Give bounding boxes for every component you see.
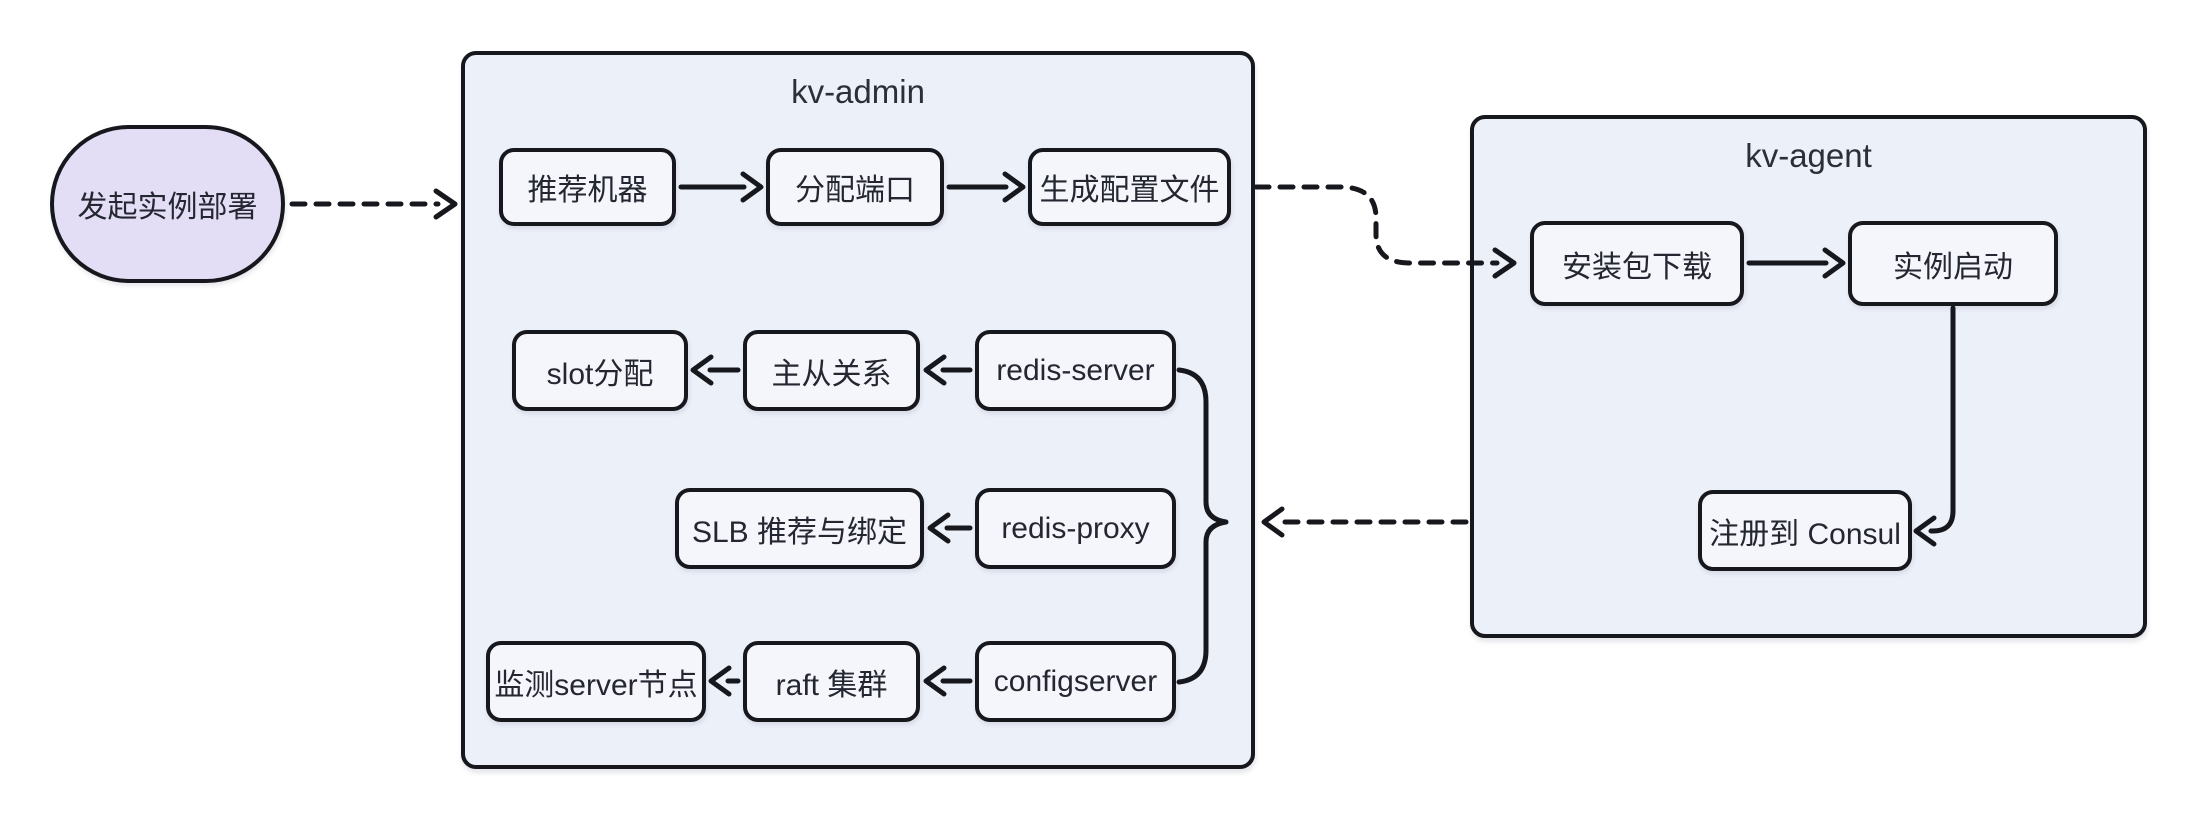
node-instance-start: 实例启动 (1848, 221, 2058, 306)
node-pkg-download: 安装包下载 (1530, 221, 1744, 306)
node-allocate-port: 分配端口 (766, 148, 944, 226)
node-slot-alloc: slot分配 (512, 330, 688, 411)
group-kv-agent-title: kv-agent (1745, 137, 1872, 174)
edge-config-to-download (1253, 184, 1500, 266)
edge-start-to-kvadmin-arrowhead (433, 188, 458, 220)
edge-kvagent-to-kvadmin-arrowhead (1261, 506, 1285, 538)
node-slb-bind: SLB 推荐与绑定 (675, 488, 924, 569)
group-kv-admin-title: kv-admin (791, 73, 925, 110)
node-redis-proxy: redis-proxy (975, 488, 1176, 569)
node-recommend-machine: 推荐机器 (499, 148, 676, 226)
node-redis-server: redis-server (975, 330, 1176, 411)
node-register-consul: 注册到 Consul (1698, 490, 1912, 571)
node-master-slave: 主从关系 (743, 330, 920, 411)
node-monitor-server: 监测server节点 (486, 641, 706, 722)
node-raft-cluster: raft 集群 (743, 641, 920, 722)
node-generate-config: 生成配置文件 (1028, 148, 1231, 226)
node-deploy-start: 发起实例部署 (50, 125, 285, 283)
node-configserver: configserver (975, 641, 1176, 722)
